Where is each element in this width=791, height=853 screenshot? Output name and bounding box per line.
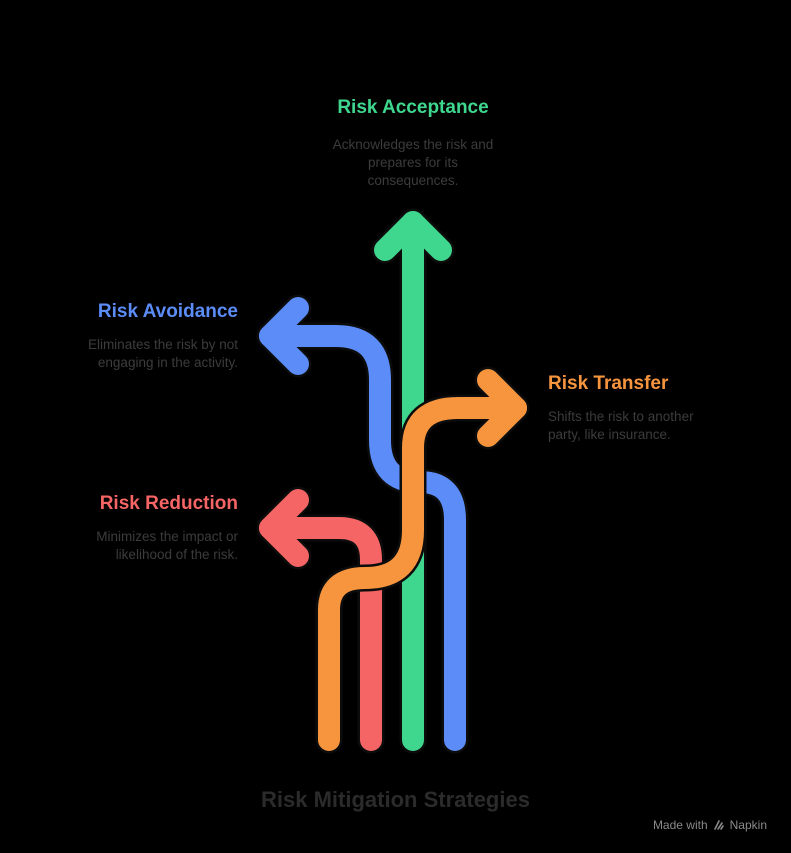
- risk-avoidance-description: Eliminates the risk by not engaging in t…: [87, 337, 238, 370]
- risk-avoidance-title: Risk Avoidance: [97, 301, 238, 322]
- napkin-brand-name: Napkin: [729, 818, 767, 832]
- risk-acceptance-title: Risk Acceptance: [337, 97, 489, 118]
- risk-transfer-arrow: [315, 366, 530, 754]
- risk-transfer-description: Shifts the risk to another party, like i…: [548, 409, 694, 442]
- risk-reduction-title: Risk Reduction: [99, 493, 238, 514]
- risk-reduction-arrow: [256, 486, 385, 754]
- diagram-title: Risk Mitigation Strategies: [261, 787, 530, 812]
- risk-reduction-description: Minimizes the impact or likelihood of th…: [96, 529, 238, 562]
- risk-transfer-title: Risk Transfer: [548, 373, 669, 394]
- risk-acceptance-description: Acknowledges the risk and prepares for i…: [332, 137, 494, 188]
- napkin-watermark: Made with Napkin: [653, 818, 767, 832]
- risk-avoidance-arrow: [256, 294, 469, 754]
- made-with-label: Made with: [652, 818, 708, 832]
- napkin-logo-icon: [713, 820, 724, 830]
